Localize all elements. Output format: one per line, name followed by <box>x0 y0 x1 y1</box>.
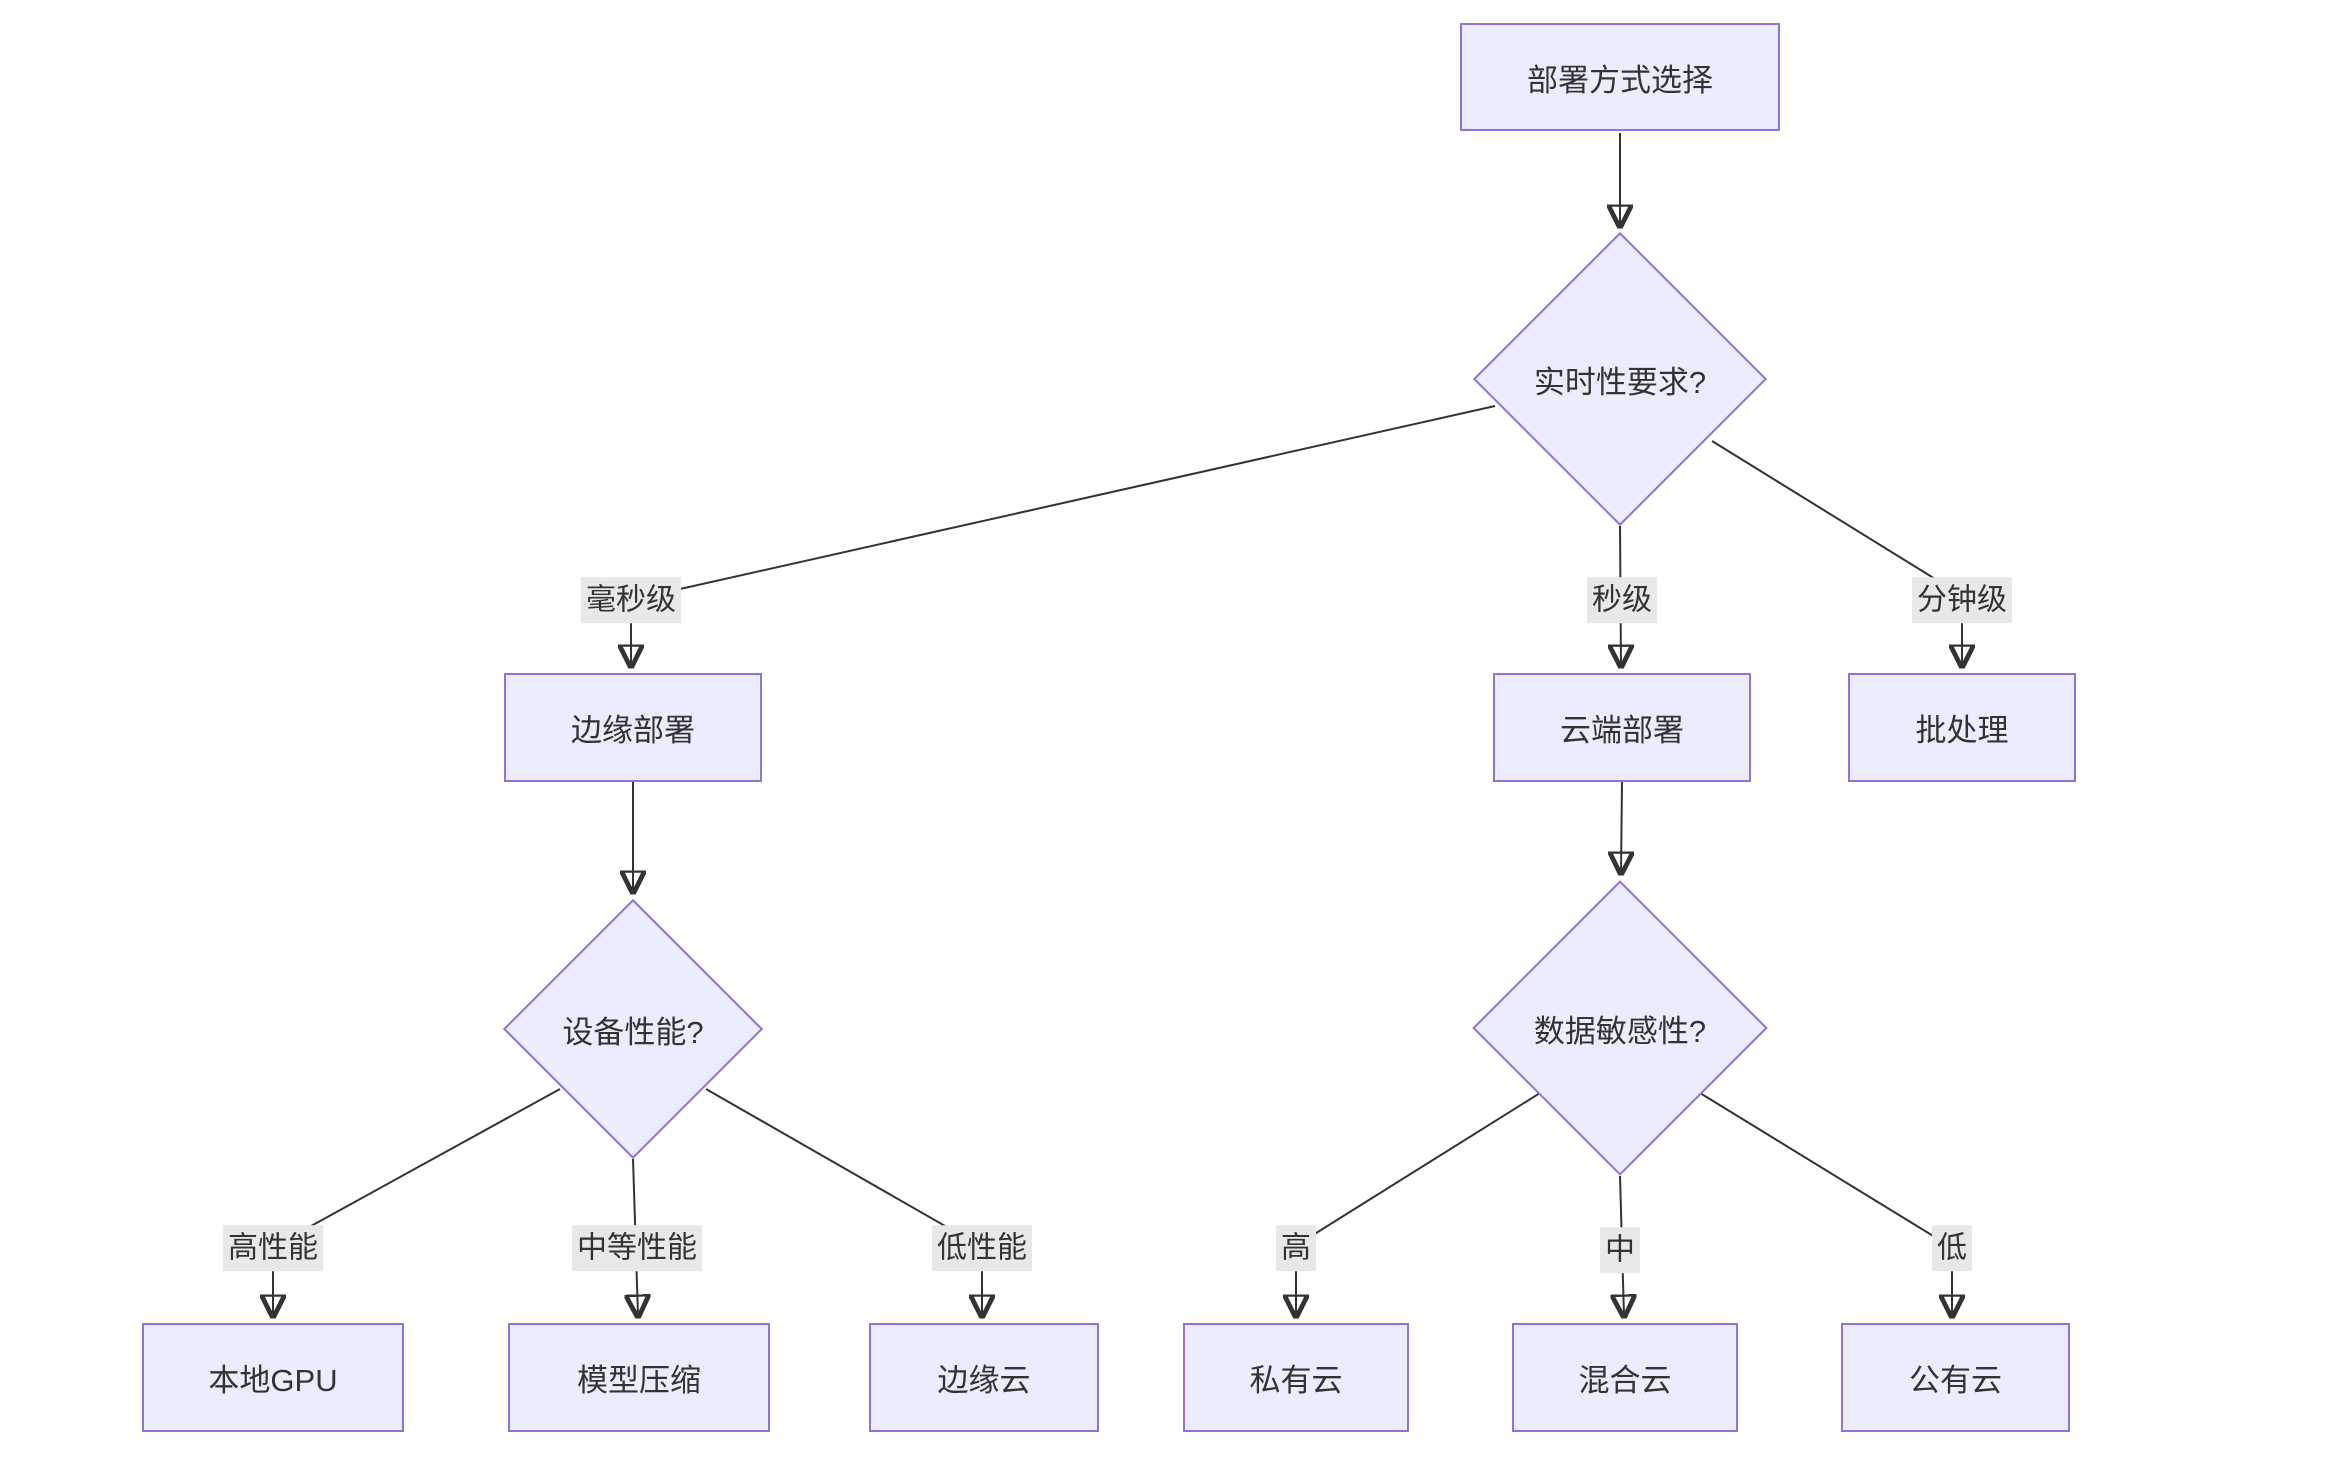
decision-data-sensitivity: 数据敏感性? <box>1472 880 1768 1176</box>
edge-label-high: 高 <box>1276 1225 1316 1271</box>
node-label: 私有云 <box>1249 1363 1343 1398</box>
node-hybrid-cloud: 混合云 <box>1512 1323 1738 1432</box>
node-label: 实时性要求? <box>1533 364 1707 400</box>
edge-label-minutes: 分钟级 <box>1912 577 2012 623</box>
edge-label-high-performance: 高性能 <box>223 1225 323 1271</box>
node-label: 混合云 <box>1578 1363 1672 1398</box>
node-private-cloud: 私有云 <box>1183 1323 1409 1432</box>
node-label: 部署方式选择 <box>1527 62 1713 98</box>
node-label: 本地GPU <box>208 1363 338 1398</box>
edge-cloud-deploy-to-data-sensitivity <box>1621 781 1622 873</box>
node-label: 设备性能? <box>562 1014 704 1050</box>
node-label: 边缘云 <box>937 1363 1031 1398</box>
node-public-cloud: 公有云 <box>1841 1323 2070 1432</box>
node-label: 公有云 <box>1909 1363 2002 1398</box>
node-label: 边缘部署 <box>571 713 695 748</box>
edge-label-medium: 中 <box>1600 1227 1640 1273</box>
node-batch-processing: 批处理 <box>1848 673 2076 782</box>
decision-realtime-requirement: 实时性要求? <box>1472 231 1768 527</box>
node-cloud-deployment: 云端部署 <box>1493 673 1751 782</box>
node-label: 批处理 <box>1915 713 2009 748</box>
node-local-gpu: 本地GPU <box>142 1323 404 1432</box>
node-edge-deployment: 边缘部署 <box>504 673 762 782</box>
node-label: 数据敏感性? <box>1533 1013 1707 1049</box>
decision-device-performance: 设备性能? <box>502 898 764 1160</box>
edge-label-low: 低 <box>1932 1225 1972 1271</box>
edge-label-low-performance: 低性能 <box>932 1225 1032 1271</box>
node-model-compression: 模型压缩 <box>508 1323 770 1432</box>
node-label: 云端部署 <box>1560 713 1684 748</box>
edge-label-medium-performance: 中等性能 <box>572 1225 702 1271</box>
node-deployment-method-choice: 部署方式选择 <box>1460 23 1780 131</box>
edge-label-milliseconds: 毫秒级 <box>581 577 681 623</box>
edge-realtime-to-edge-deploy <box>631 405 1496 666</box>
node-label: 模型压缩 <box>577 1363 701 1398</box>
edge-label-seconds: 秒级 <box>1587 577 1657 623</box>
node-edge-cloud: 边缘云 <box>869 1323 1099 1432</box>
